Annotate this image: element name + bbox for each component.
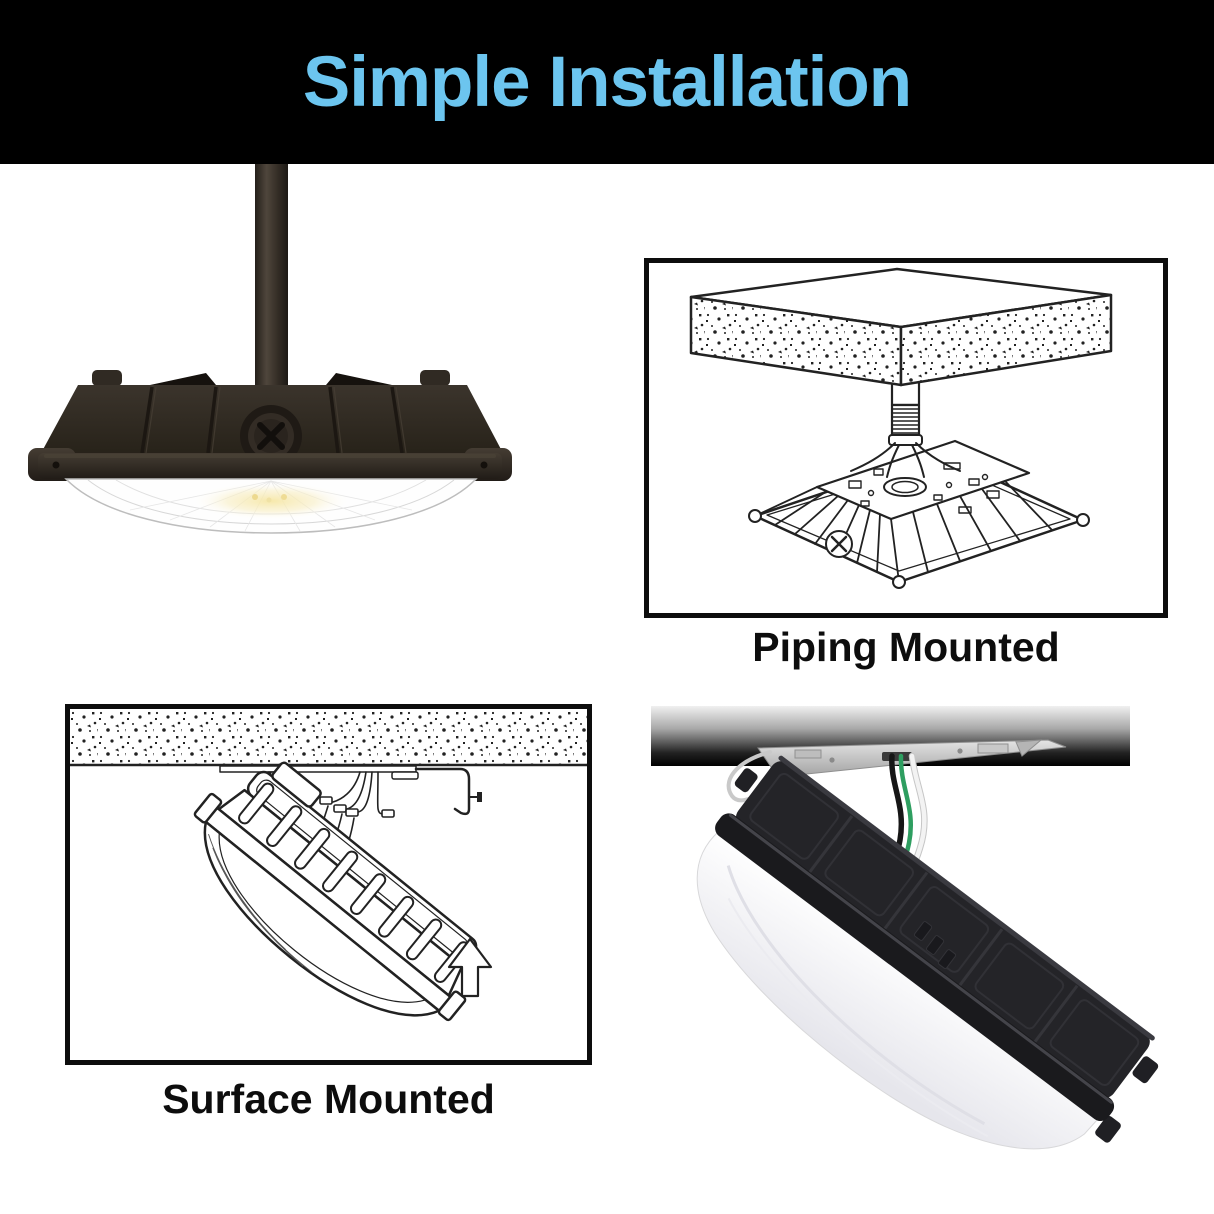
pipe-bracket xyxy=(850,442,961,497)
surface-mounted-box xyxy=(65,704,592,1065)
page-title: Simple Installation xyxy=(302,42,912,122)
ceiling-mounted-light-photo xyxy=(651,706,1159,1150)
header-banner: Simple Installation xyxy=(0,0,1214,164)
fixture-flange xyxy=(715,813,1115,1122)
tilted-fixture-photo xyxy=(696,755,1159,1150)
surface-mounted-diagram xyxy=(70,709,587,1022)
piping-mounted-caption: Piping Mounted xyxy=(752,624,1060,670)
fixture-flange xyxy=(28,448,512,481)
piping-mounted-diagram xyxy=(689,267,1113,589)
ceiling-band xyxy=(70,709,587,767)
cross-screw-icon xyxy=(825,530,853,558)
ceiling-slab xyxy=(689,267,1113,387)
fixture-body xyxy=(40,370,504,467)
fixture-lens xyxy=(696,830,1100,1150)
up-arrow-icon xyxy=(447,937,493,998)
piping-mounted-box xyxy=(644,258,1168,618)
mounting-pole xyxy=(255,164,288,392)
mounting-bracket xyxy=(414,767,482,816)
pendant-mounted-light-photo xyxy=(28,164,512,534)
fixture-lens xyxy=(64,478,478,534)
surface-mounted-caption: Surface Mounted xyxy=(162,1076,495,1122)
fixture-back-isometric xyxy=(748,439,1090,589)
cross-screw-icon xyxy=(257,422,285,450)
tilted-fixture xyxy=(193,761,478,1022)
fixture-back xyxy=(735,761,1150,1099)
